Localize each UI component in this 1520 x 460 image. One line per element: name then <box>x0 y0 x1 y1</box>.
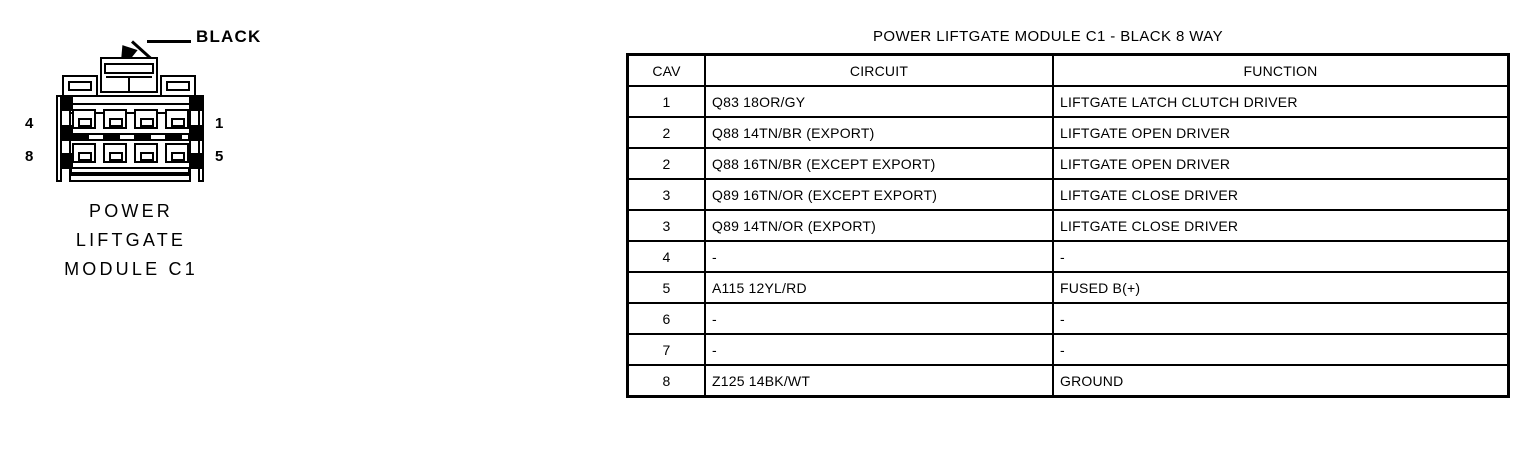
connector-keying-rail-right <box>189 95 202 182</box>
connector-caption-line-2: LIFTGATE <box>75 230 187 250</box>
terminal-cavity-slot <box>78 152 92 161</box>
cell-cav: 2 <box>626 147 706 180</box>
cell-circuit: A115 12YL/RD <box>704 271 1054 304</box>
terminal-cavity <box>72 143 96 163</box>
cell-cav: 6 <box>626 302 706 335</box>
latch-tower-divider-vertical <box>128 76 130 93</box>
connector-caption: POWER LIFTGATE MODULE C1 <box>0 197 262 284</box>
connector-upper-guide-line <box>70 112 190 114</box>
column-header-function: FUNCTION <box>1052 53 1510 87</box>
connector-diagram-panel: BLACK <box>0 0 300 460</box>
pinout-table-header: CAV CIRCUIT FUNCTION <box>626 53 1510 87</box>
cell-function: - <box>1052 333 1510 366</box>
cell-function: - <box>1052 302 1510 335</box>
column-header-circuit: CIRCUIT <box>704 53 1054 87</box>
connector-side-tab-right-slot <box>166 81 190 91</box>
callout-leader-line-horizontal <box>147 40 191 43</box>
table-row: 7-- <box>626 333 1510 366</box>
pin-number-bottom-right: 5 <box>215 148 224 165</box>
cell-function: LIFTGATE OPEN DRIVER <box>1052 116 1510 149</box>
table-row: 6-- <box>626 302 1510 335</box>
cell-circuit: Q88 14TN/BR (EXPORT) <box>704 116 1054 149</box>
keying-rail-segment <box>191 95 202 111</box>
cell-function: LIFTGATE CLOSE DRIVER <box>1052 178 1510 211</box>
keying-rail-segment <box>62 125 73 141</box>
terminal-cavity-slot <box>109 152 123 161</box>
pinout-table-panel: POWER LIFTGATE MODULE C1 - BLACK 8 WAY C… <box>626 28 1510 398</box>
cell-circuit: - <box>704 240 1054 273</box>
terminal-cavity <box>134 143 158 163</box>
connector-middle-divider-bar <box>70 133 190 141</box>
cell-cav: 1 <box>626 85 706 118</box>
connector-caption-line-3: MODULE C1 <box>64 259 198 279</box>
divider-bar-segment <box>103 135 120 140</box>
cell-cav: 7 <box>626 333 706 366</box>
connector-side-tab-left-slot <box>68 81 92 91</box>
divider-bar-segment <box>72 135 89 140</box>
table-row: 4-- <box>626 240 1510 273</box>
cell-circuit: Q88 16TN/BR (EXCEPT EXPORT) <box>704 147 1054 180</box>
cell-circuit: Q89 14TN/OR (EXPORT) <box>704 209 1054 242</box>
connector-caption-line-1: POWER <box>88 201 173 221</box>
cell-function: GROUND <box>1052 364 1510 398</box>
divider-bar-segment <box>134 135 151 140</box>
cell-circuit: Q89 16TN/OR (EXCEPT EXPORT) <box>704 178 1054 211</box>
cell-cav: 2 <box>626 116 706 149</box>
terminal-cavity <box>103 143 127 163</box>
cell-circuit: Q83 18OR/GY <box>704 85 1054 118</box>
cell-cav: 5 <box>626 271 706 304</box>
connector-body <box>56 57 204 182</box>
terminal-cavity <box>134 109 158 129</box>
terminal-cavity-slot <box>140 118 154 127</box>
cell-function: FUSED B(+) <box>1052 271 1510 304</box>
cavity-row-upper <box>70 109 190 135</box>
divider-bar-segment <box>165 135 182 140</box>
keying-rail-segment <box>191 153 202 169</box>
connector-bottom-bar <box>70 167 190 174</box>
terminal-cavity <box>72 109 96 129</box>
terminal-cavity-slot <box>140 152 154 161</box>
terminal-cavity <box>165 109 189 129</box>
pin-number-top-left: 4 <box>25 115 34 132</box>
terminal-cavity-slot <box>78 118 92 127</box>
keying-rail-segment <box>62 95 73 111</box>
cell-function: LIFTGATE CLOSE DRIVER <box>1052 209 1510 242</box>
cavity-row-lower <box>70 143 190 169</box>
cell-circuit: - <box>704 302 1054 335</box>
terminal-cavity-slot <box>171 118 185 127</box>
pinout-table-title: POWER LIFTGATE MODULE C1 - BLACK 8 WAY <box>873 28 1223 45</box>
cell-cav: 4 <box>626 240 706 273</box>
keying-rail-segment <box>62 153 73 169</box>
terminal-cavity <box>103 109 127 129</box>
cell-function: - <box>1052 240 1510 273</box>
cell-cav: 8 <box>626 364 706 398</box>
terminal-cavity-slot <box>171 152 185 161</box>
cell-circuit: - <box>704 333 1054 366</box>
cell-function: LIFTGATE OPEN DRIVER <box>1052 147 1510 180</box>
terminal-cavity <box>165 143 189 163</box>
latch-tower-slot <box>104 63 154 74</box>
keying-rail-segment <box>191 125 202 141</box>
column-header-cav: CAV <box>626 53 706 87</box>
cell-function: LIFTGATE LATCH CLUTCH DRIVER <box>1052 85 1510 118</box>
pin-number-top-right: 1 <box>215 115 224 132</box>
connector-color-callout-label: BLACK <box>196 27 262 46</box>
table-header-row: CAV CIRCUIT FUNCTION <box>626 53 1510 87</box>
terminal-cavity-slot <box>109 118 123 127</box>
cell-cav: 3 <box>626 178 706 211</box>
pin-number-bottom-left: 8 <box>25 148 34 165</box>
cell-cav: 3 <box>626 209 706 242</box>
cell-circuit: Z125 14BK/WT <box>704 364 1054 398</box>
